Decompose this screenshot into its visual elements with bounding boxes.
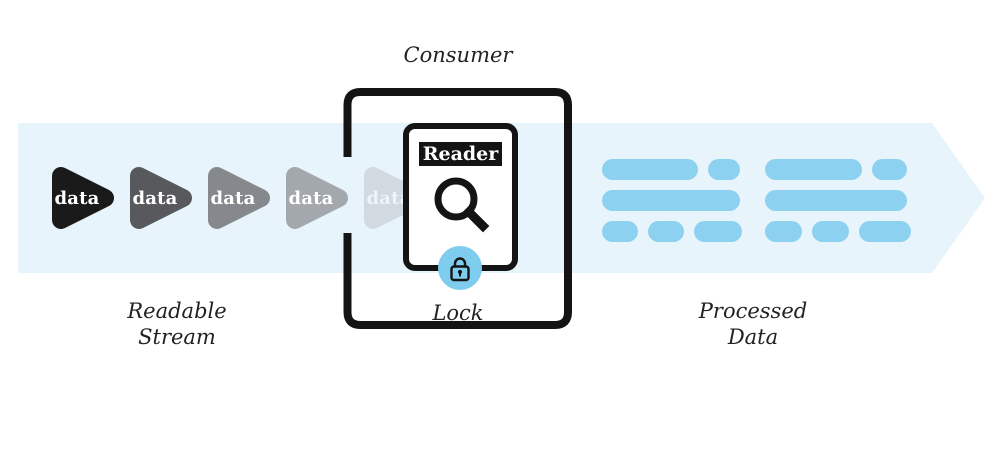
- processed-data-line1: Processed: [698, 299, 808, 323]
- data-chunk-label: data: [288, 187, 334, 209]
- magnifier-icon: [434, 177, 489, 233]
- processed-data-pill: [872, 159, 907, 180]
- data-chunk: data: [204, 165, 274, 231]
- data-chunk-triangle: [208, 167, 270, 229]
- processed-data-pill: [765, 159, 862, 180]
- processed-data-row: [602, 190, 742, 211]
- data-chunk-label: data: [366, 187, 412, 209]
- readable-stream-line1: Readable: [127, 299, 227, 323]
- data-chunk-triangle: [130, 167, 192, 229]
- consumer-label-text: Consumer: [403, 43, 513, 67]
- readable-stream-label: Readable Stream: [97, 298, 257, 350]
- processed-data-row: [765, 159, 911, 180]
- processed-data-pill: [765, 190, 907, 211]
- processed-data-pill: [859, 221, 911, 242]
- processed-data-pill: [812, 221, 849, 242]
- consumer-label: Consumer: [348, 42, 568, 68]
- reader-label: Reader: [418, 142, 503, 166]
- lock-label: Lock: [398, 300, 518, 326]
- processed-data-pill: [694, 221, 742, 242]
- data-chunk-triangle: [364, 167, 426, 229]
- processed-data-pill: [602, 190, 740, 211]
- processed-data-label: Processed Data: [673, 298, 833, 350]
- processed-data-group: [602, 159, 742, 252]
- data-chunk-label: data: [132, 187, 178, 209]
- data-chunk-triangle: [286, 167, 348, 229]
- lock-badge: [438, 246, 482, 290]
- processed-data-pill: [648, 221, 684, 242]
- data-chunk-triangle: [52, 167, 114, 229]
- processed-data-row: [765, 221, 911, 242]
- readable-stream-line2: Stream: [138, 325, 216, 349]
- processed-data-pill: [708, 159, 740, 180]
- data-chunk-label: data: [210, 187, 256, 209]
- processed-data-pill: [765, 221, 802, 242]
- data-chunk: data: [126, 165, 196, 231]
- data-chunk: data: [48, 165, 118, 231]
- lock-label-text: Lock: [432, 301, 484, 325]
- data-chunk: data: [282, 165, 352, 231]
- data-chunk-label: data: [54, 187, 100, 209]
- processed-data-line2: Data: [727, 325, 779, 349]
- data-chunk: data: [360, 165, 430, 231]
- processed-data-row: [765, 190, 911, 211]
- processed-data-row: [602, 159, 742, 180]
- processed-data-pill: [602, 159, 698, 180]
- consumer-box-border: [343, 88, 572, 329]
- processed-data-group: [765, 159, 911, 252]
- processed-data-row: [602, 221, 742, 242]
- processed-data-pill: [602, 221, 638, 242]
- lock-icon: [450, 256, 470, 281]
